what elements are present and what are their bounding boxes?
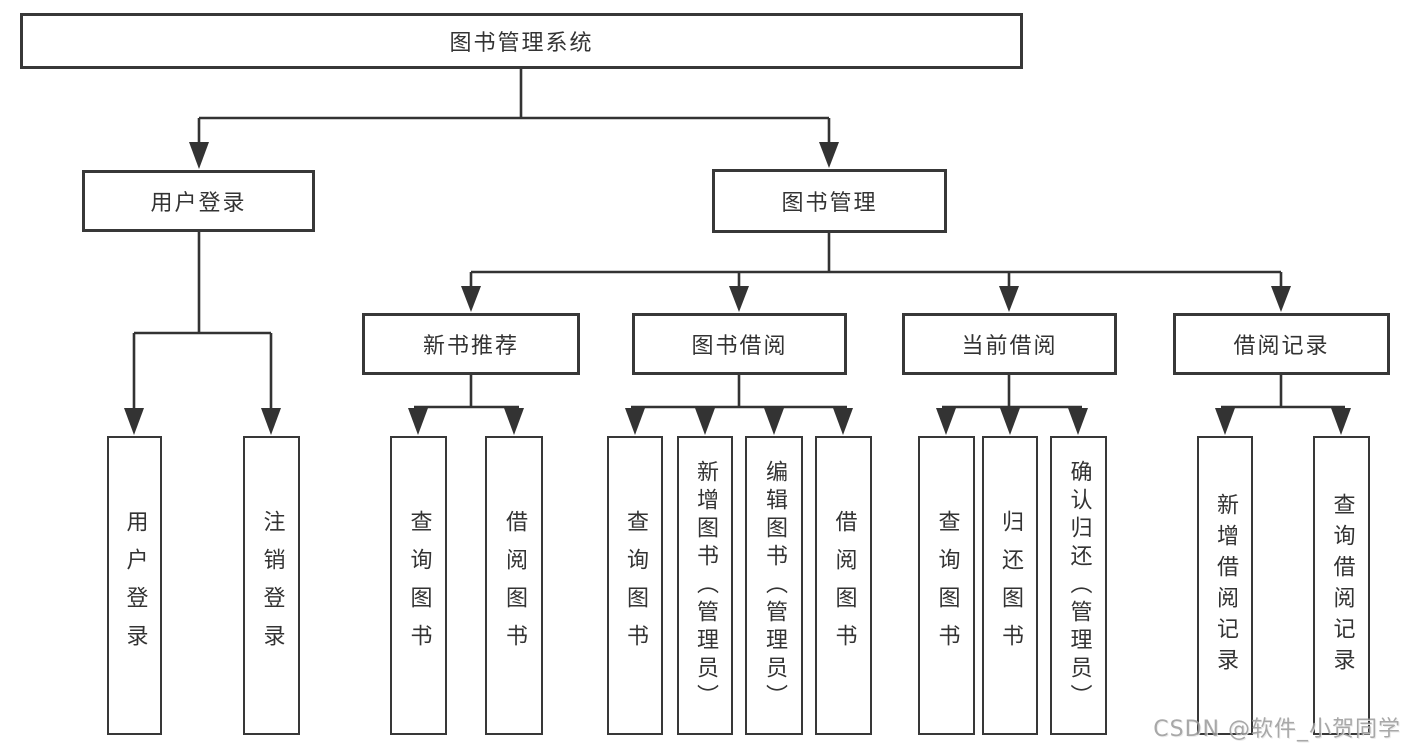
connector-book-management-to-level2 <box>461 233 1291 312</box>
csdn-watermark: CSDN @软件_小贺同学 <box>1153 717 1401 742</box>
node-add-books-admin-label: 新增图书（管理员） <box>693 459 718 712</box>
node-return-books: 归还图书 <box>982 436 1038 735</box>
node-borrow-records: 借阅记录 <box>1173 313 1390 375</box>
node-logout-label: 注销登录 <box>259 509 285 662</box>
node-return-books-label: 归还图书 <box>998 509 1023 662</box>
connector-current-borrow-to-leaves <box>936 375 1088 435</box>
node-new-book-recommend: 新书推荐 <box>362 313 580 375</box>
node-add-borrow-record: 新增借阅记录 <box>1197 436 1253 735</box>
connector-user-login-to-leaves <box>124 232 281 435</box>
node-borrow-books-2-label: 借阅图书 <box>831 509 857 662</box>
connector-root-to-level1 <box>189 69 839 169</box>
node-query-books-3-label: 查询图书 <box>934 509 960 662</box>
connector-new-book-to-leaves <box>408 375 524 435</box>
connector-borrow-records-to-leaves <box>1215 375 1351 435</box>
node-add-borrow-record-label: 新增借阅记录 <box>1213 492 1238 679</box>
node-query-books-1-label: 查询图书 <box>406 509 432 662</box>
node-confirm-return-admin: 确认归还（管理员） <box>1050 436 1107 735</box>
node-query-borrow-record: 查询借阅记录 <box>1313 436 1370 735</box>
node-book-management: 图书管理 <box>712 169 947 233</box>
node-edit-books-admin: 编辑图书（管理员） <box>745 436 803 735</box>
node-query-books-2-label: 查询图书 <box>623 509 648 662</box>
node-user-login: 用户登录 <box>82 170 315 232</box>
node-borrow-books-2: 借阅图书 <box>815 436 872 735</box>
node-query-books-3: 查询图书 <box>918 436 975 735</box>
node-query-books-1: 查询图书 <box>390 436 447 735</box>
node-borrow-books-1-label: 借阅图书 <box>502 509 527 662</box>
node-logout: 注销登录 <box>243 436 300 735</box>
node-query-books-2: 查询图书 <box>607 436 663 735</box>
node-confirm-return-admin-label: 确认归还（管理员） <box>1066 459 1092 712</box>
node-edit-books-admin-label: 编辑图书（管理员） <box>762 459 787 712</box>
node-user-login-leaf: 用户登录 <box>107 436 162 735</box>
node-borrow-books-1: 借阅图书 <box>485 436 543 735</box>
node-add-books-admin: 新增图书（管理员） <box>677 436 733 735</box>
node-user-login-leaf-label: 用户登录 <box>122 509 148 662</box>
node-root-system: 图书管理系统 <box>20 13 1023 69</box>
connector-book-borrow-to-leaves <box>625 375 853 435</box>
node-query-borrow-record-label: 查询借阅记录 <box>1329 492 1355 679</box>
node-book-borrowing: 图书借阅 <box>632 313 847 375</box>
node-current-borrowing: 当前借阅 <box>902 313 1117 375</box>
